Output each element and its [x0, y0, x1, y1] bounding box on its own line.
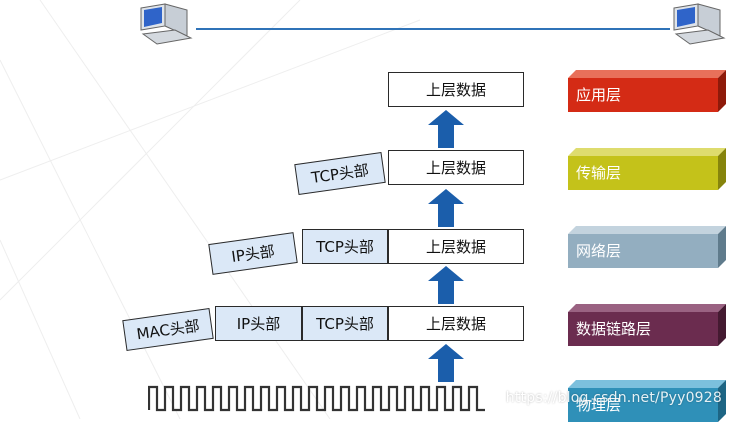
signal-wave	[148, 385, 485, 412]
tcp-header-label: TCP头部	[310, 161, 370, 187]
layer-block-data-link: 数据链路层	[568, 304, 728, 346]
layer-block-transport: 传输层	[568, 148, 728, 190]
up-arrow-icon	[428, 344, 464, 382]
layer-block-physical: 物理层	[568, 380, 728, 422]
ip-header-label: IP头部	[236, 315, 281, 333]
layer-label-network: 网络层	[576, 242, 622, 260]
upper-data-label: 上层数据	[425, 238, 486, 256]
tcp-header-box-network: TCP头部	[302, 229, 388, 264]
tcp-header-label: TCP头部	[316, 238, 374, 256]
up-arrow-icon	[428, 110, 464, 148]
mac-header-label: MAC头部	[135, 316, 201, 344]
upper-data-box-app: 上层数据	[388, 72, 524, 107]
watermark-text: https://blog.csdn.net/Pyy0928	[505, 390, 722, 406]
layer-label-data-link: 数据链路层	[576, 320, 652, 338]
layer-label-application: 应用层	[576, 86, 622, 104]
upper-data-box-transport: 上层数据	[388, 150, 524, 185]
layer-block-network: 网络层	[568, 226, 728, 268]
upper-data-label: 上层数据	[425, 81, 486, 99]
layer-block-application: 应用层	[568, 70, 728, 112]
up-arrow-icon	[428, 266, 464, 304]
upper-data-box-link: 上层数据	[388, 306, 524, 341]
upper-data-label: 上层数据	[425, 159, 486, 177]
tcp-header-label: TCP头部	[316, 315, 374, 333]
upper-data-box-network: 上层数据	[388, 229, 524, 264]
layer-label-transport: 传输层	[576, 164, 622, 182]
upper-data-label: 上层数据	[425, 315, 486, 333]
layer-label-physical: 物理层	[576, 396, 622, 414]
computer-left-icon	[135, 2, 195, 48]
tcp-header-box-link: TCP头部	[302, 306, 388, 341]
ip-header-label: IP头部	[230, 242, 276, 266]
ip-header-box-link: IP头部	[215, 306, 302, 341]
connection-line	[196, 28, 670, 30]
computer-right-icon	[668, 2, 728, 48]
up-arrow-icon	[428, 189, 464, 227]
